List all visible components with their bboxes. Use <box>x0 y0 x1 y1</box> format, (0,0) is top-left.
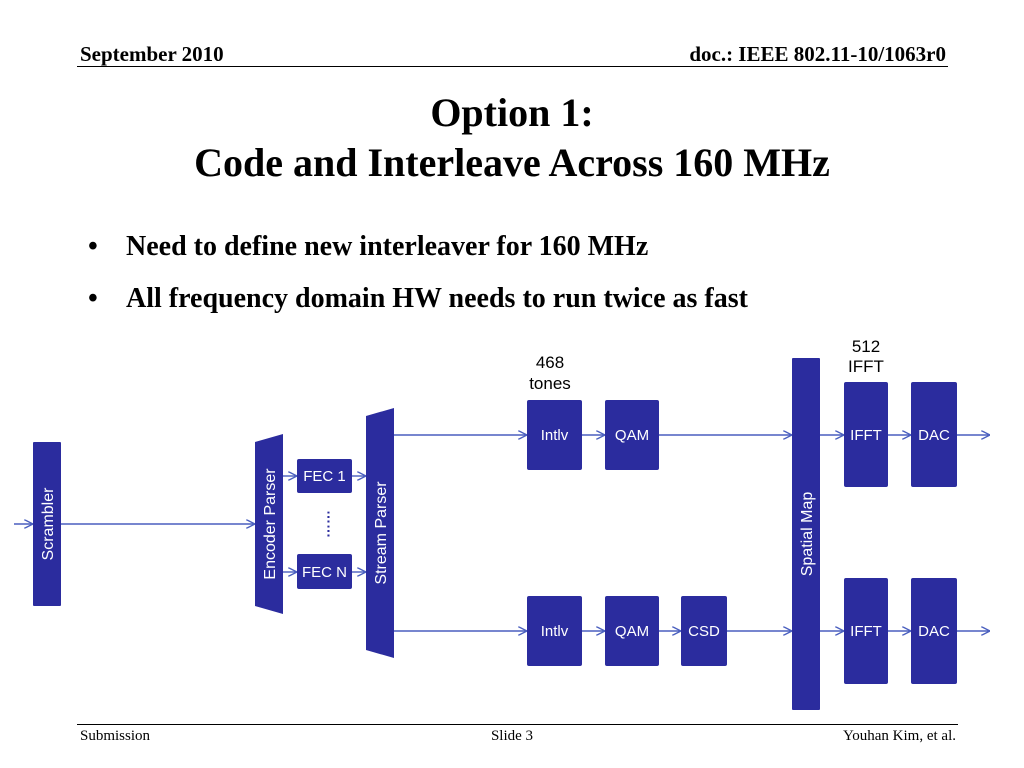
qam-bottom-block <box>605 596 659 666</box>
intlv-bottom-label: Intlv <box>541 623 569 640</box>
qam-top-label: QAM <box>615 427 649 444</box>
qam-top-block <box>605 400 659 470</box>
header-doc-id: doc.: IEEE 802.11-10/1063r0 <box>689 42 946 66</box>
encoder-parser-block <box>255 434 283 614</box>
dac-top-block <box>911 382 957 487</box>
fec-ellipsis: …… <box>317 510 333 538</box>
footer-slide-number: Slide 3 <box>490 728 534 744</box>
dac-bottom-block <box>911 578 957 684</box>
scrambler-block <box>33 442 61 606</box>
title-line-2: Code and Interleave Across 160 MHz <box>194 140 830 185</box>
intlv-top-block <box>527 400 582 470</box>
bullet-list: Need to define new interleaver for 160 M… <box>88 230 748 334</box>
title-line-1: Option 1: <box>430 90 594 135</box>
header-date: September 2010 <box>80 42 224 66</box>
ifft-bottom-block <box>844 578 888 684</box>
spatial-map-block <box>792 358 820 710</box>
csd-bottom-label: CSD <box>688 623 720 640</box>
encoder-parser-label: Encoder Parser <box>262 468 279 580</box>
dac-top-label: DAC <box>918 427 950 444</box>
intlv-bottom-block <box>527 596 582 666</box>
slide-title: Option 1: Code and Interleave Across 160… <box>0 88 1024 188</box>
footer-rule <box>77 724 958 725</box>
ifft-bottom-label: IFFT <box>850 623 882 640</box>
qam-bottom-label: QAM <box>615 623 649 640</box>
bullet-item-1: Need to define new interleaver for 160 M… <box>88 230 748 282</box>
csd-bottom-block <box>681 596 727 666</box>
signal-arrows <box>14 435 990 631</box>
footer-author: Youhan Kim, et al. <box>842 728 956 744</box>
scrambler-label: Scrambler <box>40 487 57 561</box>
ifft-unit-label: IFFT <box>848 357 884 376</box>
ifft-top-block <box>844 382 888 487</box>
intlv-top-label: Intlv <box>541 427 569 444</box>
fec-n-label: FEC N <box>302 564 347 581</box>
header-rule <box>77 66 948 67</box>
footer-submission: Submission <box>80 728 151 744</box>
fec-n-block <box>297 554 352 589</box>
stream-parser-label: Stream Parser <box>373 481 390 585</box>
bullet-item-2: All frequency domain HW needs to run twi… <box>88 282 748 334</box>
dac-bottom-label: DAC <box>918 623 950 640</box>
tones-unit-label: tones <box>529 374 571 393</box>
tones-value-label: 468 <box>536 353 564 372</box>
spatial-map-label: Spatial Map <box>799 492 816 577</box>
fec-1-block <box>297 459 352 493</box>
ifft-size-label: 512 <box>852 337 880 356</box>
fec-1-label: FEC 1 <box>303 468 346 485</box>
ifft-top-label: IFFT <box>850 427 882 444</box>
stream-parser-block <box>366 408 394 658</box>
